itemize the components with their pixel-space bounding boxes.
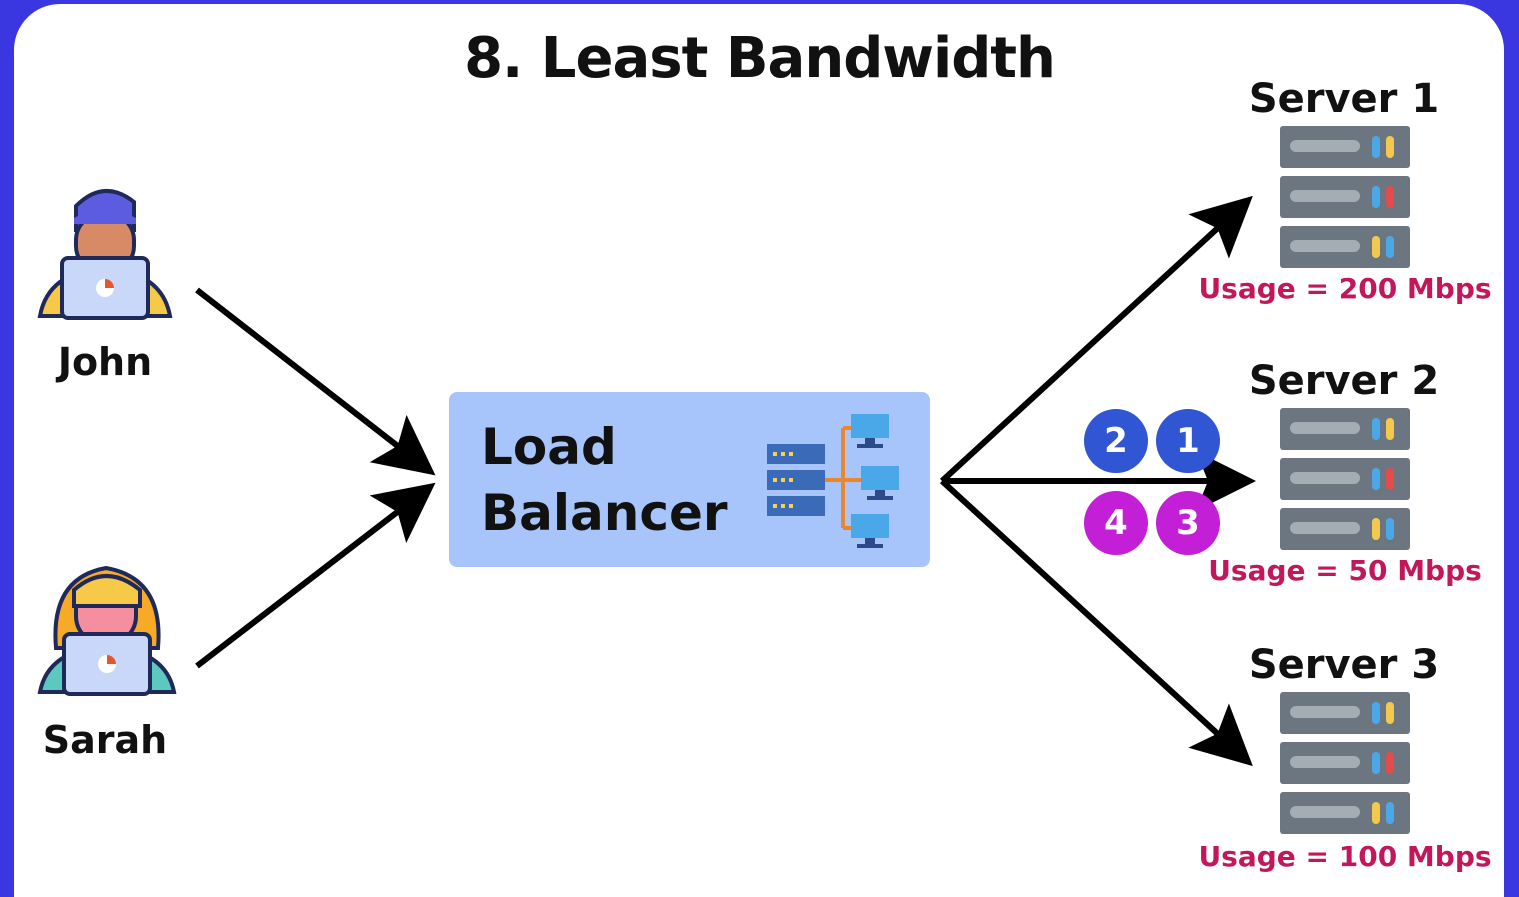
user-label-john: John bbox=[57, 340, 153, 384]
server-rack-icon bbox=[1280, 126, 1410, 268]
server-1-name: Server 1 bbox=[1248, 76, 1440, 122]
server-1-usage: Usage = 200 Mbps bbox=[1198, 272, 1492, 305]
arrow-lb-to-server3 bbox=[939, 478, 1253, 767]
woman-with-laptop-icon bbox=[37, 565, 177, 696]
server-3-name: Server 3 bbox=[1248, 642, 1440, 688]
arrow-lb-to-server1 bbox=[939, 195, 1253, 484]
load-balancer-box: Load Balancer bbox=[449, 392, 930, 567]
diagram-title: 8. Least Bandwidth bbox=[464, 26, 1056, 91]
request-badge-2: 2 bbox=[1084, 409, 1148, 473]
server-2-usage: Usage = 50 Mbps bbox=[1208, 554, 1482, 587]
load-balancer-label: Load Balancer bbox=[481, 418, 728, 542]
server-rack-icon bbox=[1280, 408, 1410, 550]
server-network-icon bbox=[767, 414, 899, 548]
server-rack-icon bbox=[1280, 692, 1410, 834]
user-label-sarah: Sarah bbox=[42, 718, 168, 762]
server-3-usage: Usage = 100 Mbps bbox=[1198, 840, 1492, 873]
arrow-john-to-lb bbox=[195, 287, 436, 476]
server-2-name: Server 2 bbox=[1248, 358, 1440, 404]
request-badge-1: 1 bbox=[1156, 409, 1220, 473]
man-with-laptop-icon bbox=[37, 188, 173, 320]
request-badge-4: 4 bbox=[1084, 491, 1148, 555]
arrow-sarah-to-lb bbox=[195, 482, 436, 669]
request-badge-3: 3 bbox=[1156, 491, 1220, 555]
